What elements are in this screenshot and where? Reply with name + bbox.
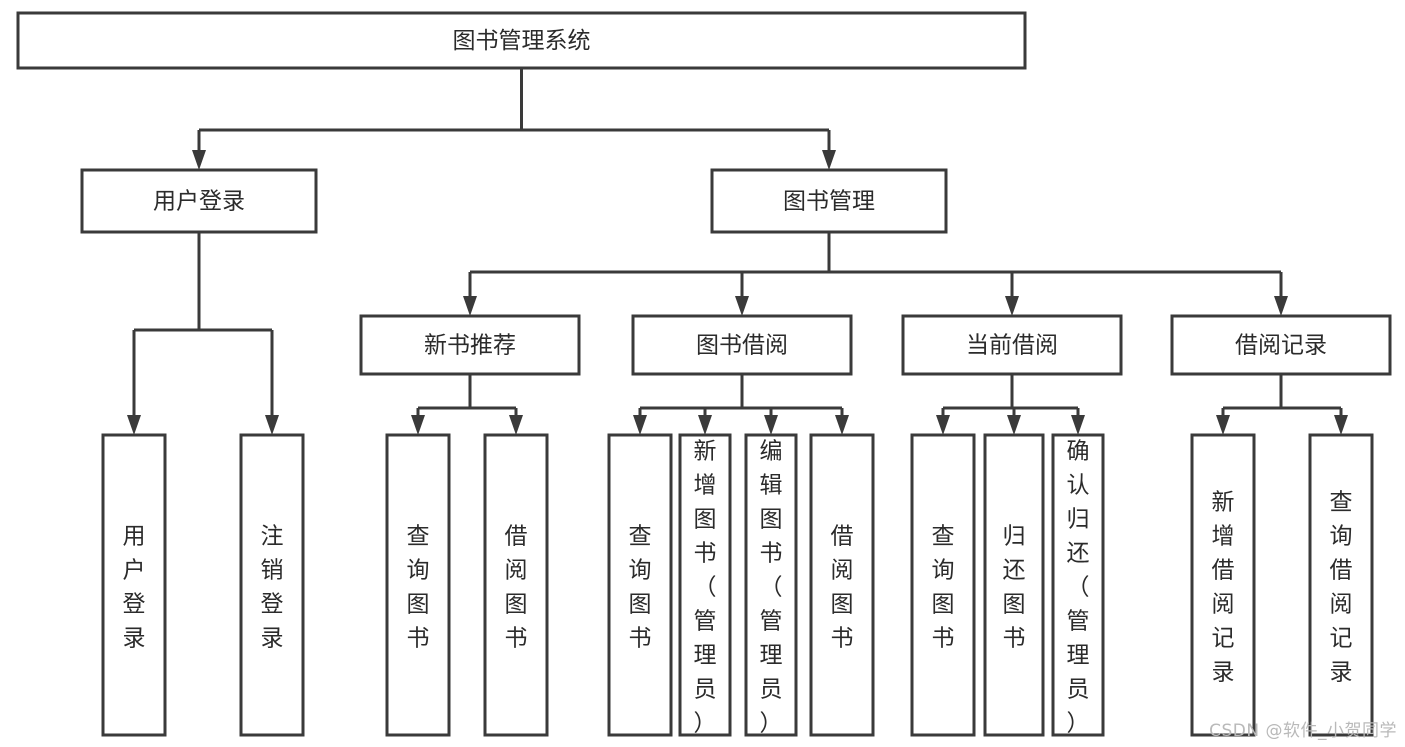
node-leaf-query-book-cur[interactable]: 查询图书 [910, 433, 976, 737]
arrow-head-icon [1216, 415, 1230, 435]
node-box-borrow-record [1170, 314, 1392, 376]
arrow-head-icon [192, 150, 206, 170]
node-label-user-login: 用户登录 [153, 189, 245, 215]
node-label-leaf-query-book-cur: 查询图书 [932, 524, 955, 652]
node-leaf-edit-book[interactable]: 编辑图书（管理员） [744, 433, 798, 737]
node-leaf-add-book[interactable]: 新增图书（管理员） [678, 433, 732, 737]
node-box-leaf-edit-book [744, 433, 798, 737]
node-leaf-borrow-book-rec[interactable]: 借阅图书 [483, 433, 549, 737]
arrow-head-icon [1007, 415, 1021, 435]
node-label-leaf-confirm-return: 确认归还（管理员） [1067, 439, 1090, 737]
arrow-head-icon [835, 415, 849, 435]
node-leaf-return-book[interactable]: 归还图书 [983, 433, 1045, 737]
arrow-head-icon [1274, 296, 1288, 316]
node-label-root: 图书管理系统 [453, 28, 591, 54]
node-label-current-borrow: 当前借阅 [966, 333, 1058, 359]
node-label-leaf-add-book: 新增图书（管理员） [694, 439, 717, 737]
node-box-leaf-query-book-cur [910, 433, 976, 737]
node-box-leaf-query-book-rec [385, 433, 451, 737]
node-box-leaf-borrow-book [809, 433, 875, 737]
node-box-new-book-recommend [359, 314, 581, 376]
node-current-borrow[interactable]: 当前借阅 [901, 314, 1123, 376]
node-root[interactable]: 图书管理系统 [16, 11, 1027, 70]
arrow-head-icon [698, 415, 712, 435]
node-label-leaf-query-book-borrow: 查询图书 [629, 524, 652, 652]
node-label-new-book-recommend: 新书推荐 [424, 333, 516, 359]
node-label-leaf-edit-book: 编辑图书（管理员） [760, 439, 783, 737]
connectors-layer [127, 68, 1348, 435]
node-new-book-recommend[interactable]: 新书推荐 [359, 314, 581, 376]
node-label-leaf-query-borrow-record: 查询借阅记录 [1330, 490, 1353, 686]
node-leaf-query-book-borrow[interactable]: 查询图书 [607, 433, 673, 737]
node-box-leaf-return-book [983, 433, 1045, 737]
node-book-manage[interactable]: 图书管理 [710, 168, 948, 234]
node-label-leaf-user-logout: 注销登录 [261, 524, 284, 652]
node-label-leaf-query-book-rec: 查询图书 [407, 524, 430, 652]
arrow-head-icon [1334, 415, 1348, 435]
arrow-head-icon [1005, 296, 1019, 316]
node-box-leaf-add-borrow-record [1190, 433, 1256, 737]
node-box-leaf-user-login [101, 433, 167, 737]
arrow-head-icon [633, 415, 647, 435]
node-box-book-manage [710, 168, 948, 234]
node-label-book-manage: 图书管理 [783, 189, 875, 215]
node-borrow-record[interactable]: 借阅记录 [1170, 314, 1392, 376]
node-label-leaf-user-login: 用户登录 [123, 524, 146, 652]
node-label-leaf-borrow-book: 借阅图书 [831, 524, 854, 652]
node-box-leaf-query-borrow-record [1308, 433, 1374, 737]
arrow-head-icon [735, 296, 749, 316]
node-leaf-confirm-return[interactable]: 确认归还（管理员） [1051, 433, 1105, 737]
arrow-head-icon [764, 415, 778, 435]
node-label-leaf-return-book: 归还图书 [1003, 524, 1026, 652]
arrow-head-icon [463, 296, 477, 316]
arrow-head-icon [127, 415, 141, 435]
node-leaf-query-book-rec[interactable]: 查询图书 [385, 433, 451, 737]
node-label-book-borrow: 图书借阅 [696, 333, 788, 359]
node-label-borrow-record: 借阅记录 [1235, 333, 1327, 359]
node-box-root [16, 11, 1027, 70]
arrow-head-icon [509, 415, 523, 435]
node-box-leaf-add-book [678, 433, 732, 737]
arrow-head-icon [265, 415, 279, 435]
arrow-head-icon [822, 150, 836, 170]
node-leaf-user-login[interactable]: 用户登录 [101, 433, 167, 737]
arrow-head-icon [936, 415, 950, 435]
arrow-head-icon [1071, 415, 1085, 435]
node-leaf-user-logout[interactable]: 注销登录 [239, 433, 305, 737]
node-box-leaf-confirm-return [1051, 433, 1105, 737]
node-box-leaf-user-logout [239, 433, 305, 737]
node-leaf-query-borrow-record[interactable]: 查询借阅记录 [1308, 433, 1374, 737]
node-book-borrow[interactable]: 图书借阅 [631, 314, 853, 376]
node-box-book-borrow [631, 314, 853, 376]
nodes-layer: 图书管理系统用户登录图书管理新书推荐图书借阅当前借阅借阅记录用户登录注销登录查询… [16, 11, 1392, 737]
node-box-user-login [80, 168, 318, 234]
node-user-login[interactable]: 用户登录 [80, 168, 318, 234]
arrow-head-icon [411, 415, 425, 435]
node-leaf-add-borrow-record[interactable]: 新增借阅记录 [1190, 433, 1256, 737]
node-box-leaf-query-book-borrow [607, 433, 673, 737]
node-box-current-borrow [901, 314, 1123, 376]
node-leaf-borrow-book[interactable]: 借阅图书 [809, 433, 875, 737]
node-label-leaf-add-borrow-record: 新增借阅记录 [1212, 490, 1235, 686]
node-box-leaf-borrow-book-rec [483, 433, 549, 737]
node-label-leaf-borrow-book-rec: 借阅图书 [505, 524, 528, 652]
